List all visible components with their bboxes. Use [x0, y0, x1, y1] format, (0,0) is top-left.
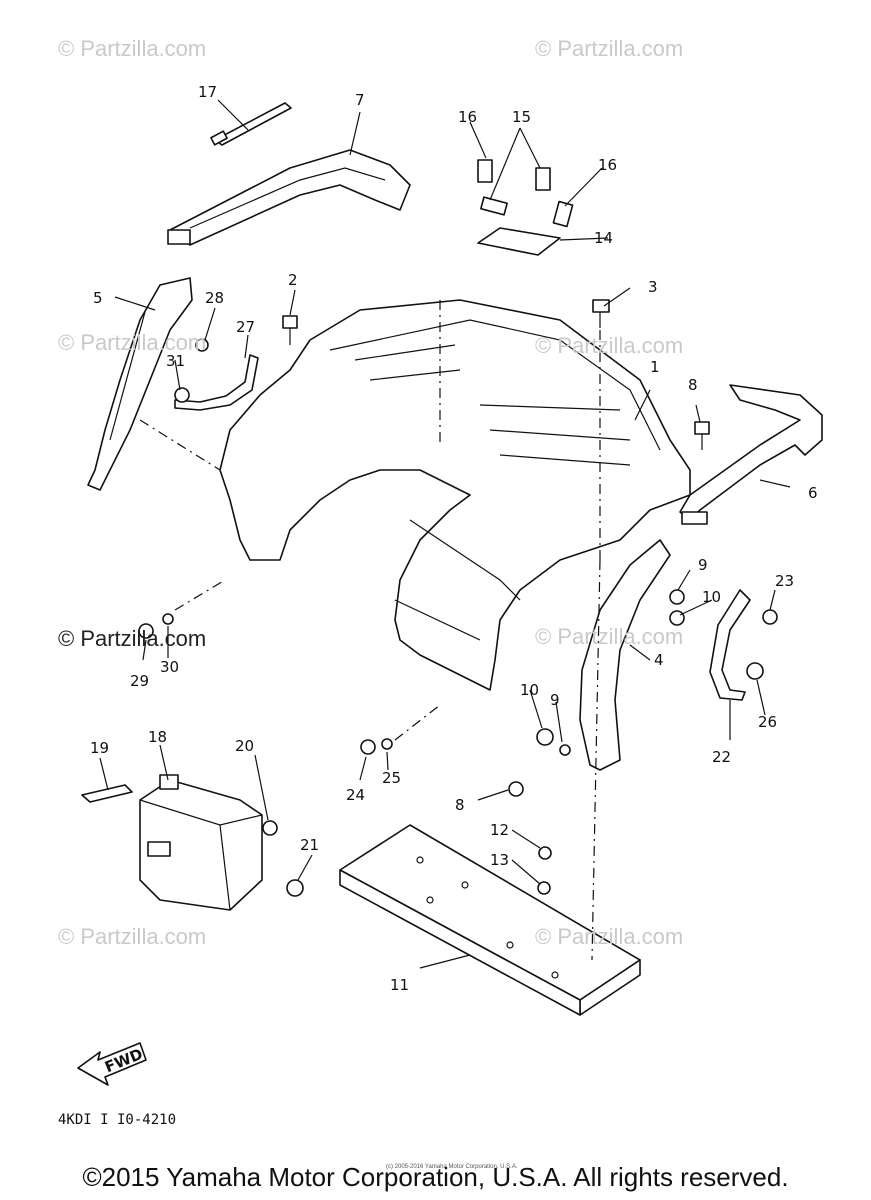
callout-15[interactable]: 15	[512, 108, 531, 126]
fine-print: (c) 2005-2016 Yamaha Motor Corporation, …	[386, 1164, 518, 1170]
watermark: © Partzilla.com	[58, 924, 207, 949]
callout-23[interactable]: 23	[775, 572, 794, 590]
callout-30[interactable]: 30	[160, 658, 179, 676]
callout-31[interactable]: 31	[166, 352, 185, 370]
callout-25[interactable]: 25	[382, 769, 401, 787]
part-6-grab-bar-right[interactable]	[679, 384, 823, 525]
copyright-notice: ©2015 Yamaha Motor Corporation, U.S.A. A…	[82, 1162, 789, 1192]
callout-4[interactable]: 4	[654, 651, 664, 669]
fwd-arrow-icon: FWD	[77, 1042, 147, 1086]
callout-27[interactable]: 27	[236, 318, 255, 336]
part-1-rear-fender[interactable]	[219, 299, 691, 691]
part-19-clip[interactable]	[81, 784, 133, 803]
callout-19[interactable]: 19	[90, 739, 109, 757]
part-11-plate[interactable]	[339, 824, 641, 1016]
watermark-dark: © Partzilla.com	[58, 626, 207, 651]
callout-14[interactable]: 14	[594, 229, 613, 247]
part-7-grab-bar[interactable]	[167, 149, 411, 246]
callout-29[interactable]: 29	[130, 672, 149, 690]
callout-16[interactable]: 16	[458, 108, 477, 126]
fasteners	[138, 299, 778, 897]
callout-28[interactable]: 28	[205, 289, 224, 307]
callout-9[interactable]: 9	[550, 691, 560, 709]
part-17-strap[interactable]	[210, 102, 292, 146]
callout-8[interactable]: 8	[455, 796, 465, 814]
callout-20[interactable]: 20	[235, 737, 254, 755]
callout-3[interactable]: 3	[648, 278, 658, 296]
callout-13[interactable]: 13	[490, 851, 509, 869]
callout-9[interactable]: 9	[698, 556, 708, 574]
diagram-code: 4KDI I I0-4210	[58, 1112, 177, 1128]
callout-22[interactable]: 22	[712, 748, 731, 766]
callout-11[interactable]: 11	[390, 976, 409, 994]
part-27-stay[interactable]	[174, 354, 259, 411]
watermark: © Partzilla.com	[535, 924, 684, 949]
callout-12[interactable]: 12	[490, 821, 509, 839]
watermark: © Partzilla.com	[535, 624, 684, 649]
callout-18[interactable]: 18	[148, 728, 167, 746]
part-22-stay[interactable]	[709, 589, 751, 701]
part-15-16-pads[interactable]	[477, 159, 574, 228]
leader-lines	[99, 99, 791, 969]
part-14-plate[interactable]	[477, 227, 561, 256]
callout-21[interactable]: 21	[300, 836, 319, 854]
part-4-mud-flap-right[interactable]	[579, 539, 671, 771]
callout-8[interactable]: 8	[688, 376, 698, 394]
callout-7[interactable]: 7	[355, 91, 365, 109]
watermark: © Partzilla.com	[535, 36, 684, 61]
callout-10[interactable]: 10	[702, 588, 721, 606]
callout-24[interactable]: 24	[346, 786, 365, 804]
watermark: © Partzilla.com	[535, 333, 684, 358]
callout-10[interactable]: 10	[520, 681, 539, 699]
part-5-mud-flap-left[interactable]	[87, 277, 193, 491]
callout-5[interactable]: 5	[93, 289, 103, 307]
callout-6[interactable]: 6	[808, 484, 818, 502]
part-18-box[interactable]	[139, 774, 263, 911]
callout-26[interactable]: 26	[758, 713, 777, 731]
callout-17[interactable]: 17	[198, 83, 217, 101]
callout-1[interactable]: 1	[650, 358, 660, 376]
callout-16[interactable]: 16	[598, 156, 617, 174]
callout-2[interactable]: 2	[288, 271, 298, 289]
watermark: © Partzilla.com	[58, 36, 207, 61]
watermark: © Partzilla.com	[58, 330, 207, 355]
